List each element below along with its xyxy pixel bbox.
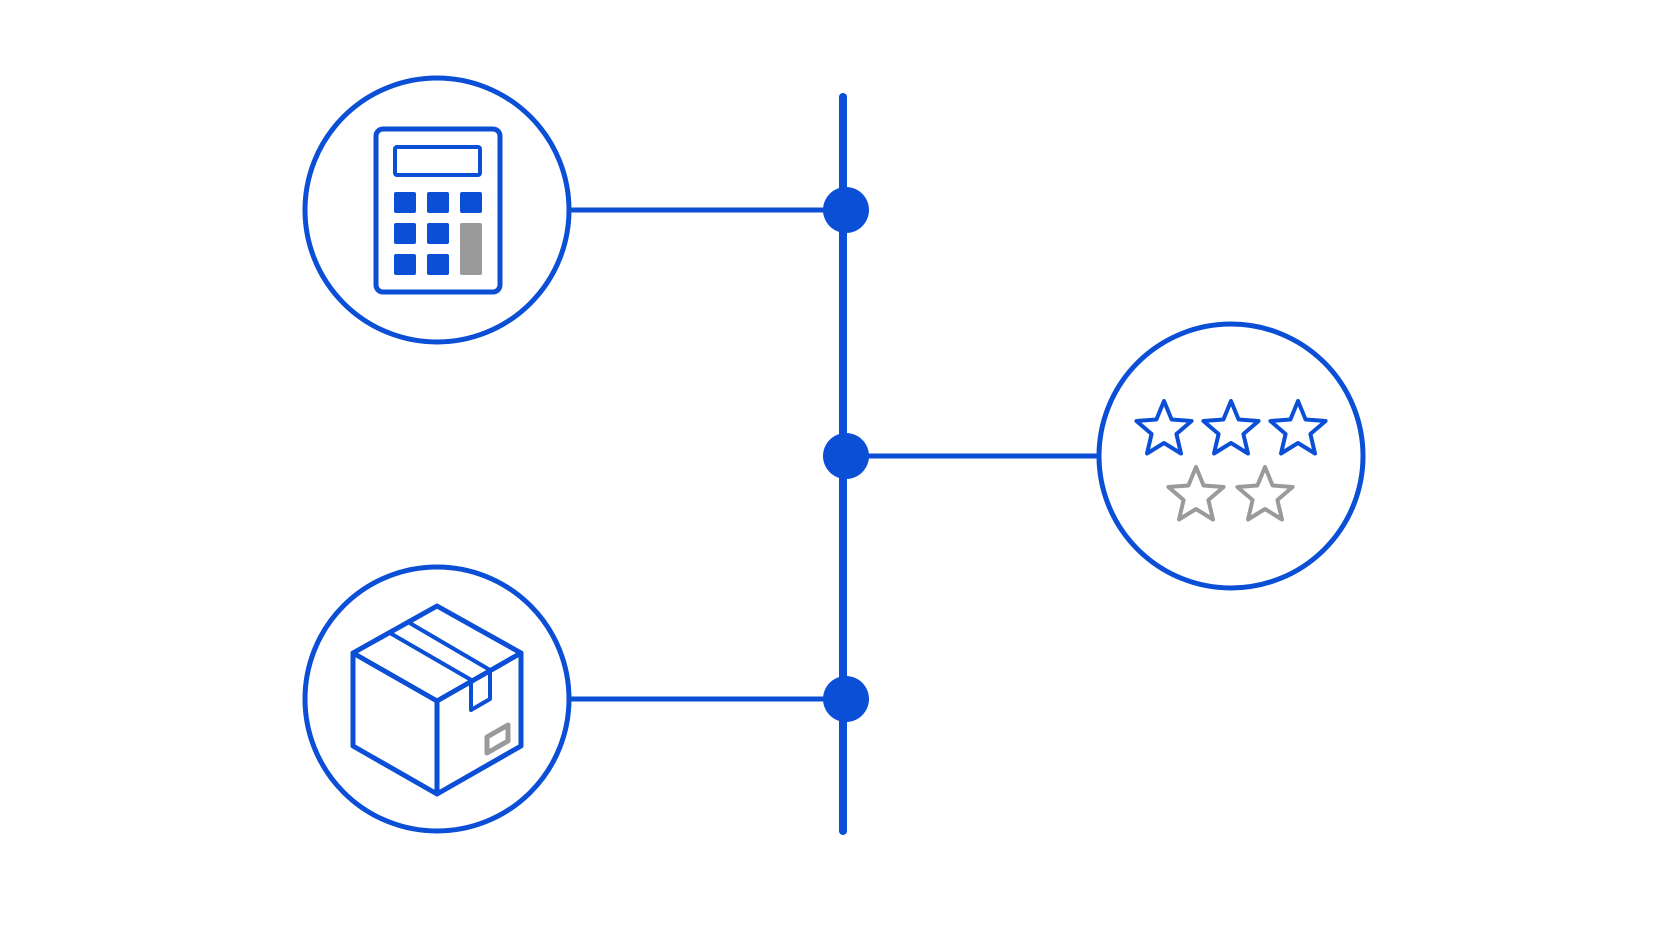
calculator-icon (373, 126, 503, 295)
star-active-icon (1201, 399, 1261, 456)
junction-dot (823, 676, 869, 722)
star-inactive-icon (1166, 465, 1226, 522)
star-rating-icon (1134, 399, 1328, 522)
star-active-icon (1268, 399, 1328, 456)
junction-dot (823, 433, 869, 479)
node-rating (1096, 321, 1366, 591)
junction-dot (823, 187, 869, 233)
package-box-icon (350, 603, 524, 797)
star-inactive-icon (1235, 465, 1295, 522)
star-active-icon (1134, 399, 1194, 456)
